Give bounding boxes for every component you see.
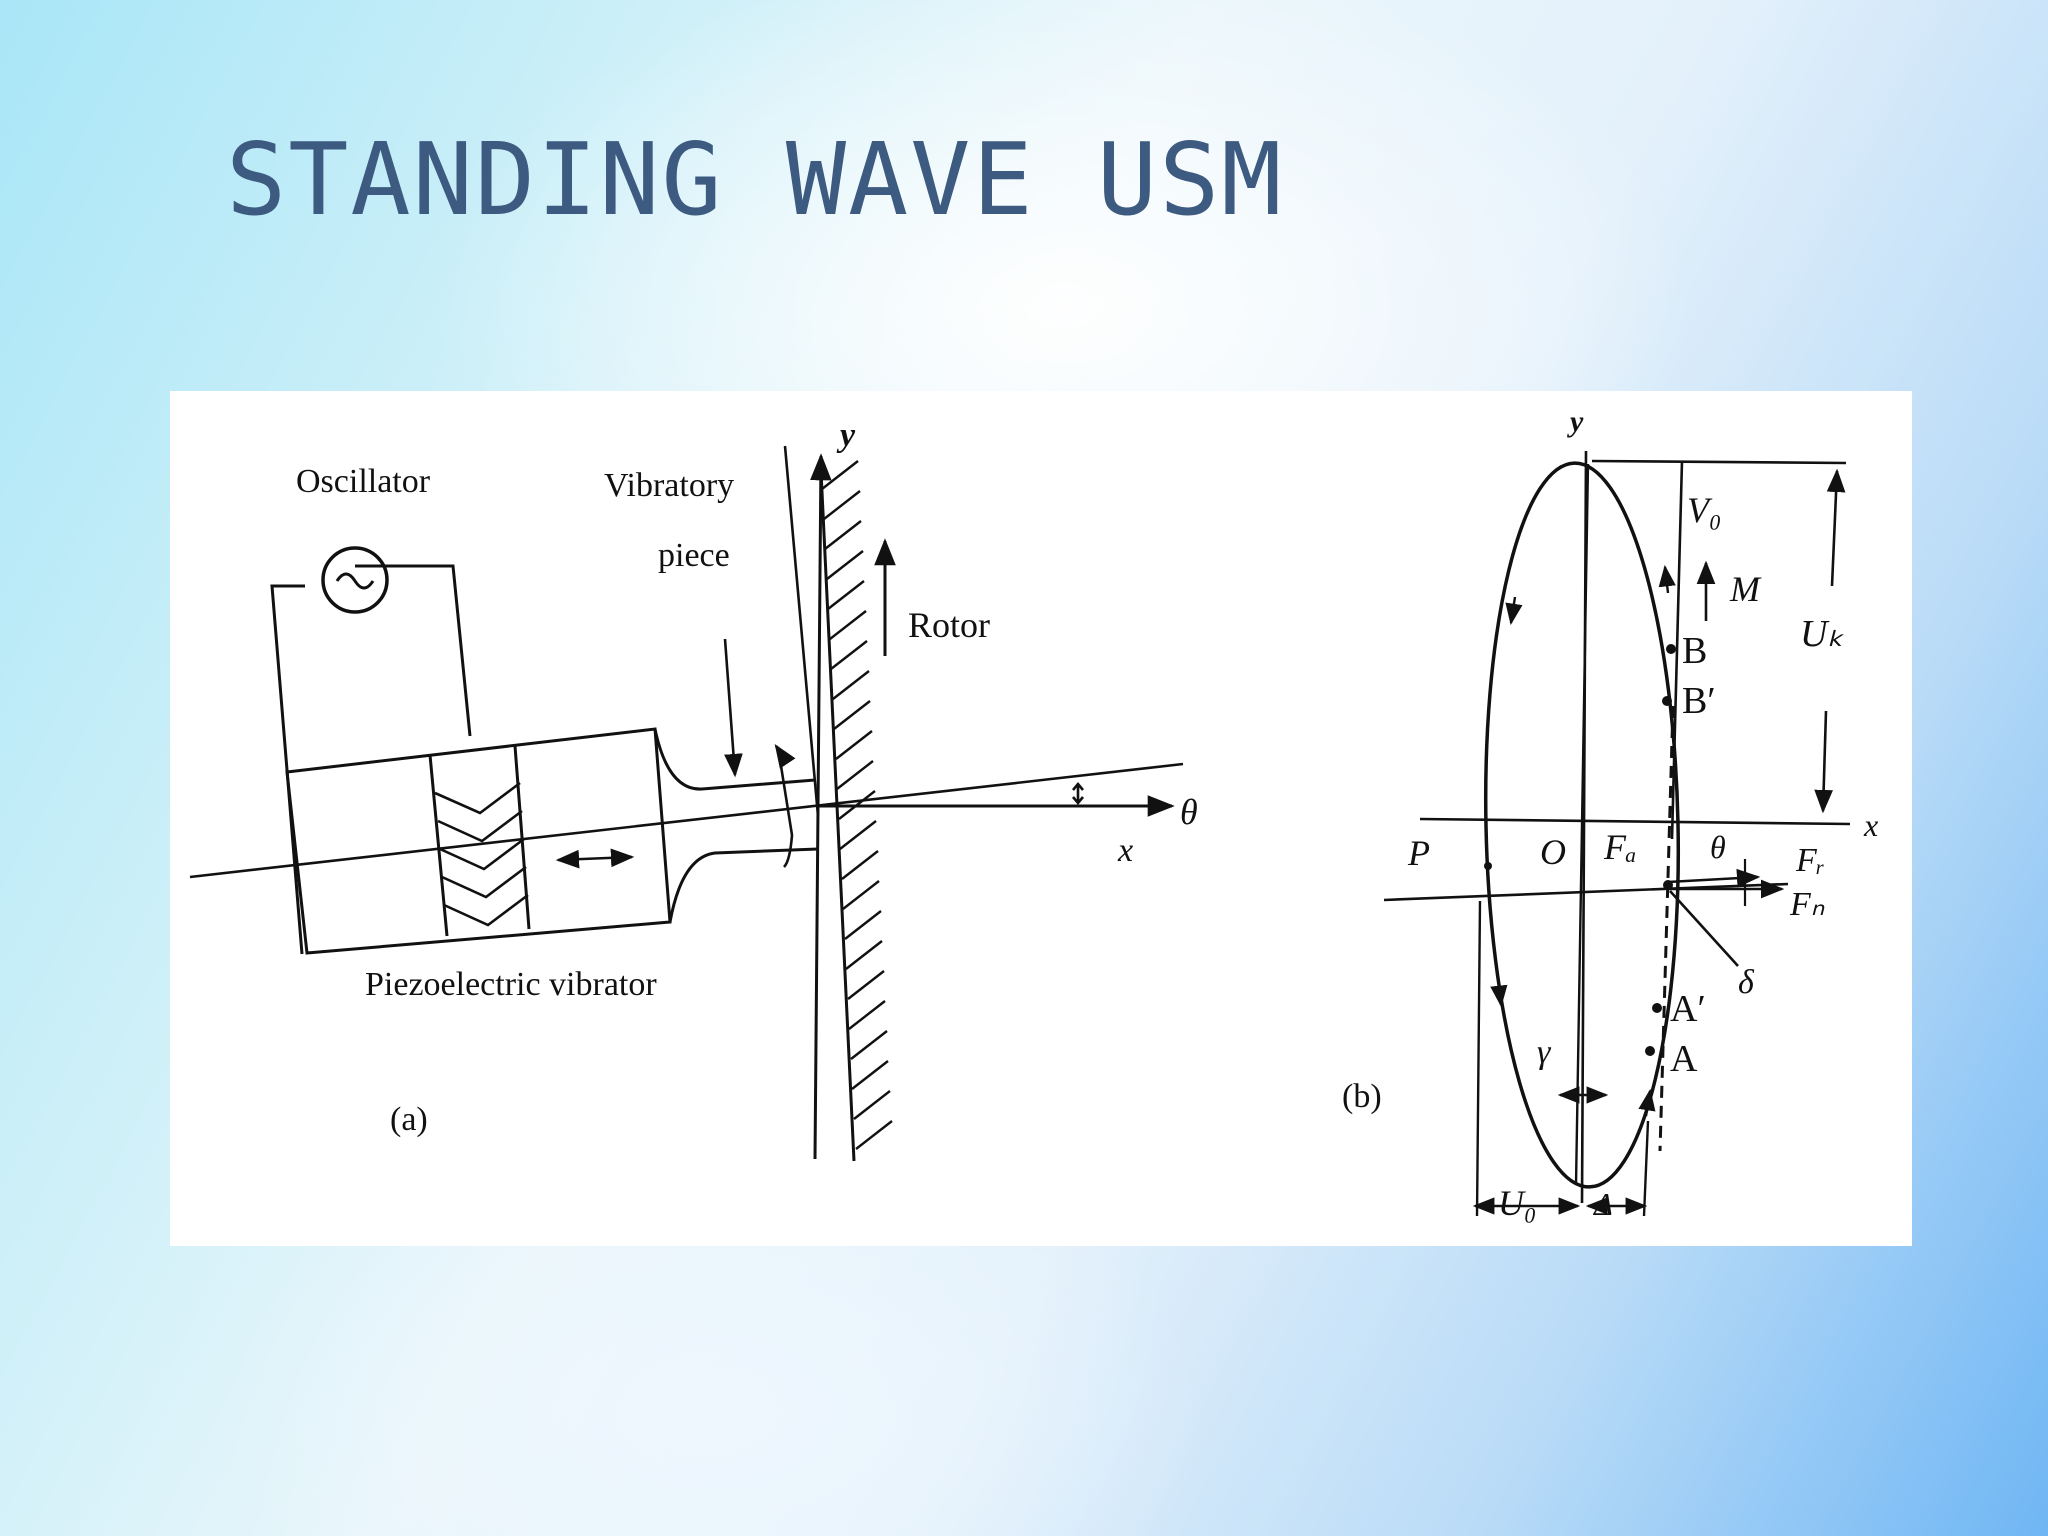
fn-label: Fₙ xyxy=(1789,886,1825,923)
slide-title: STANDING WAVE USM xyxy=(226,121,1284,238)
delta-cap-label: Δ xyxy=(1592,1186,1613,1222)
x-axis-label-b: x xyxy=(1863,807,1878,843)
fr-label: Fᵣ xyxy=(1795,842,1825,879)
oscillator-circuit xyxy=(270,546,472,955)
theta-angle-marker xyxy=(1072,781,1084,806)
rotor-surface xyxy=(819,460,893,1162)
piezo-vibrator-body xyxy=(285,727,672,955)
vibratory-label: Vibratory xyxy=(604,467,734,504)
theta-label-b: θ xyxy=(1710,829,1726,865)
b-prime-label: B′ xyxy=(1682,680,1716,722)
vibratory-piece xyxy=(653,638,819,923)
usm-diagram-figure: Oscillator Vibratory piece Rotor Piezoel… xyxy=(170,391,1912,1246)
gamma-label: γ xyxy=(1537,1034,1552,1071)
caption-b: (b) xyxy=(1342,1078,1382,1115)
point-b xyxy=(1666,644,1676,654)
oscillator-label: Oscillator xyxy=(296,463,431,500)
a-prime-label: A′ xyxy=(1670,988,1706,1030)
theta-label-a: θ xyxy=(1180,792,1198,832)
ellipse-axis-point xyxy=(1484,862,1492,870)
b-label: B xyxy=(1682,630,1707,672)
piezoelectric-vibrator-label: Piezoelectric vibrator xyxy=(365,966,657,1003)
a-label: A xyxy=(1670,1038,1698,1080)
uk-label: Uₖ xyxy=(1800,613,1844,655)
fa-label: Fₐ xyxy=(1603,827,1637,867)
y-axis-label-b: y xyxy=(1567,405,1584,438)
delta-small-label: δ xyxy=(1738,964,1755,1001)
p-label: P xyxy=(1407,833,1430,873)
v0-label: V₀ xyxy=(1687,490,1722,530)
y-axis-label-a: y xyxy=(836,417,856,454)
trajectory-points xyxy=(1484,644,1676,1056)
point-a-prime xyxy=(1652,1003,1662,1013)
point-b-prime xyxy=(1662,696,1672,706)
vibrator-axis-line xyxy=(189,762,1184,879)
u0-label: U₀ xyxy=(1498,1183,1537,1223)
point-a xyxy=(1645,1046,1655,1056)
panel-a xyxy=(189,445,1184,1162)
caption-a: (a) xyxy=(390,1101,428,1138)
contact-point xyxy=(1663,880,1673,890)
m-label: M xyxy=(1729,569,1762,609)
rotor-label: Rotor xyxy=(908,605,990,645)
inclined-line xyxy=(783,445,820,817)
piece-label: piece xyxy=(658,537,730,574)
panel-b xyxy=(1383,450,1851,1217)
o-label: O xyxy=(1540,832,1566,872)
x-axis-b xyxy=(1419,817,1851,826)
x-axis-label-a: x xyxy=(1117,832,1133,869)
